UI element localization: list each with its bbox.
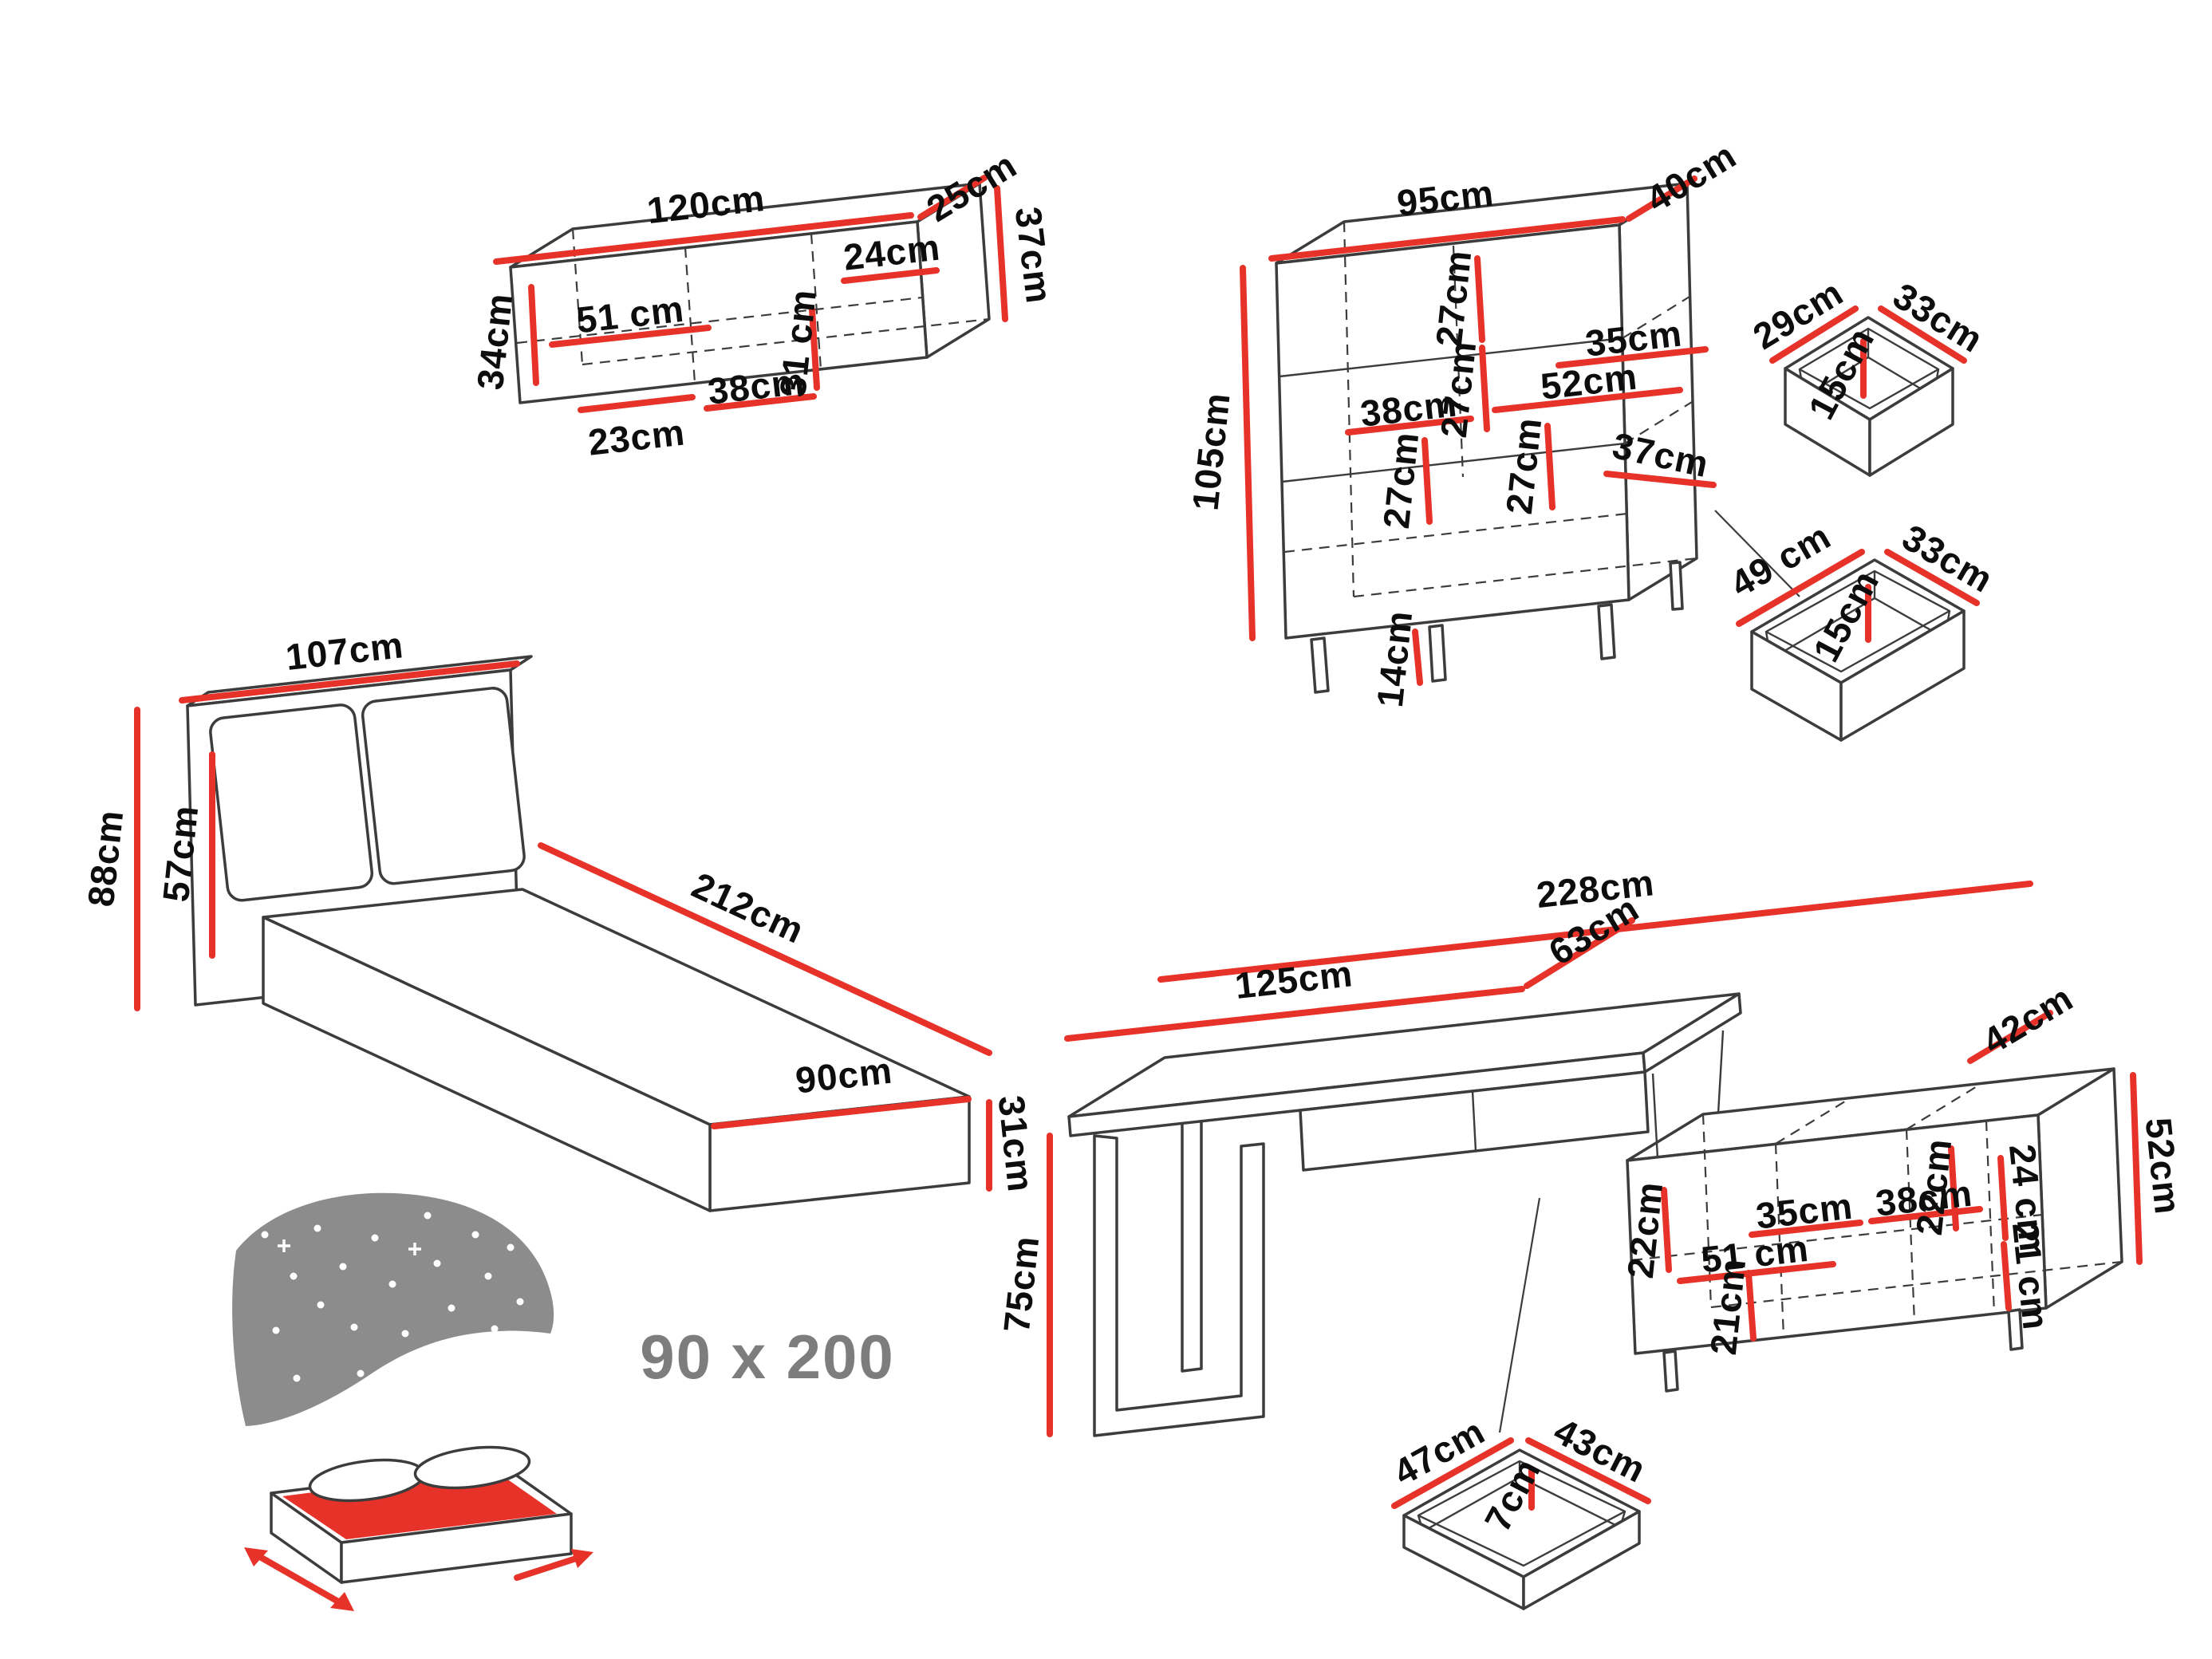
starry-headboard-graphic (232, 1192, 554, 1426)
bed-drawing (134, 655, 992, 1212)
dim-label-desk-75cm: 75cm (996, 1234, 1047, 1334)
drawer-b-drawing (1736, 549, 1980, 742)
red-sheet (282, 1469, 557, 1539)
dim-label-bookcase-40cm: 40cm (1639, 134, 1744, 220)
dim-label-wall-shelf-37cm: 37cm (1007, 204, 1060, 305)
wall-shelf-dimension-lines (493, 175, 1008, 413)
dim-label-desk-22cm: 22cm (1619, 1180, 1670, 1280)
drawer-c-drawing (1391, 1437, 1651, 1610)
dim-label-bookcase-27cm: 27cm (1375, 430, 1426, 530)
dim-label-bookcase-14cm: 14cm (1369, 609, 1420, 709)
dim-label-bed-31cm: 31cm (991, 1094, 1042, 1194)
dim-label-wall-shelf-23cm: 23cm (586, 411, 688, 463)
dim-label-bed-107cm: 107cm (283, 624, 405, 678)
drawer-c-dimension-lines (1391, 1437, 1651, 1511)
wall-shelf-drawing (493, 175, 1008, 413)
bookcase-drawing (1240, 175, 1800, 694)
size-direction-arrows (244, 1547, 593, 1611)
desk-dimension-lines (1047, 881, 2143, 1437)
bed-size-icon (232, 1192, 593, 1611)
star-dots (261, 1212, 524, 1382)
dim-label-desk-22cm: 22cm (1908, 1137, 1959, 1237)
dim-label-desk-125cm: 125cm (1232, 952, 1354, 1007)
dim-label-bed-88cm: 88cm (80, 808, 131, 908)
dim-label-bed-57cm: 57cm (155, 803, 206, 904)
drawer-a-dimension-lines (1769, 305, 1967, 399)
bed-dimension-lines (134, 660, 992, 1192)
bed-size-caption: 90 x 200 (640, 1322, 895, 1392)
dim-label-desk-52cm: 52cm (2138, 1116, 2189, 1216)
dim-label-bookcase-27cm: 27cm (1428, 248, 1479, 349)
drawer-b-dimension-lines (1736, 549, 1980, 643)
dim-label-desk-42cm: 42cm (1976, 976, 2080, 1062)
pillow (413, 1445, 531, 1490)
desk-drawing (1047, 881, 2143, 1437)
dim-label-bookcase-27cm: 27cm (1433, 339, 1484, 439)
drawer-a-drawing (1769, 305, 1967, 477)
dim-label-wall-shelf-34cm: 34cm (469, 291, 520, 392)
dim-label-bookcase-27cm: 27cm (1498, 416, 1549, 516)
dim-label-desk-21cm: 21cm (1702, 1256, 1753, 1357)
bookcase-dimension-lines (1240, 175, 1717, 686)
dim-label-bookcase-105cm: 105cm (1184, 391, 1237, 513)
